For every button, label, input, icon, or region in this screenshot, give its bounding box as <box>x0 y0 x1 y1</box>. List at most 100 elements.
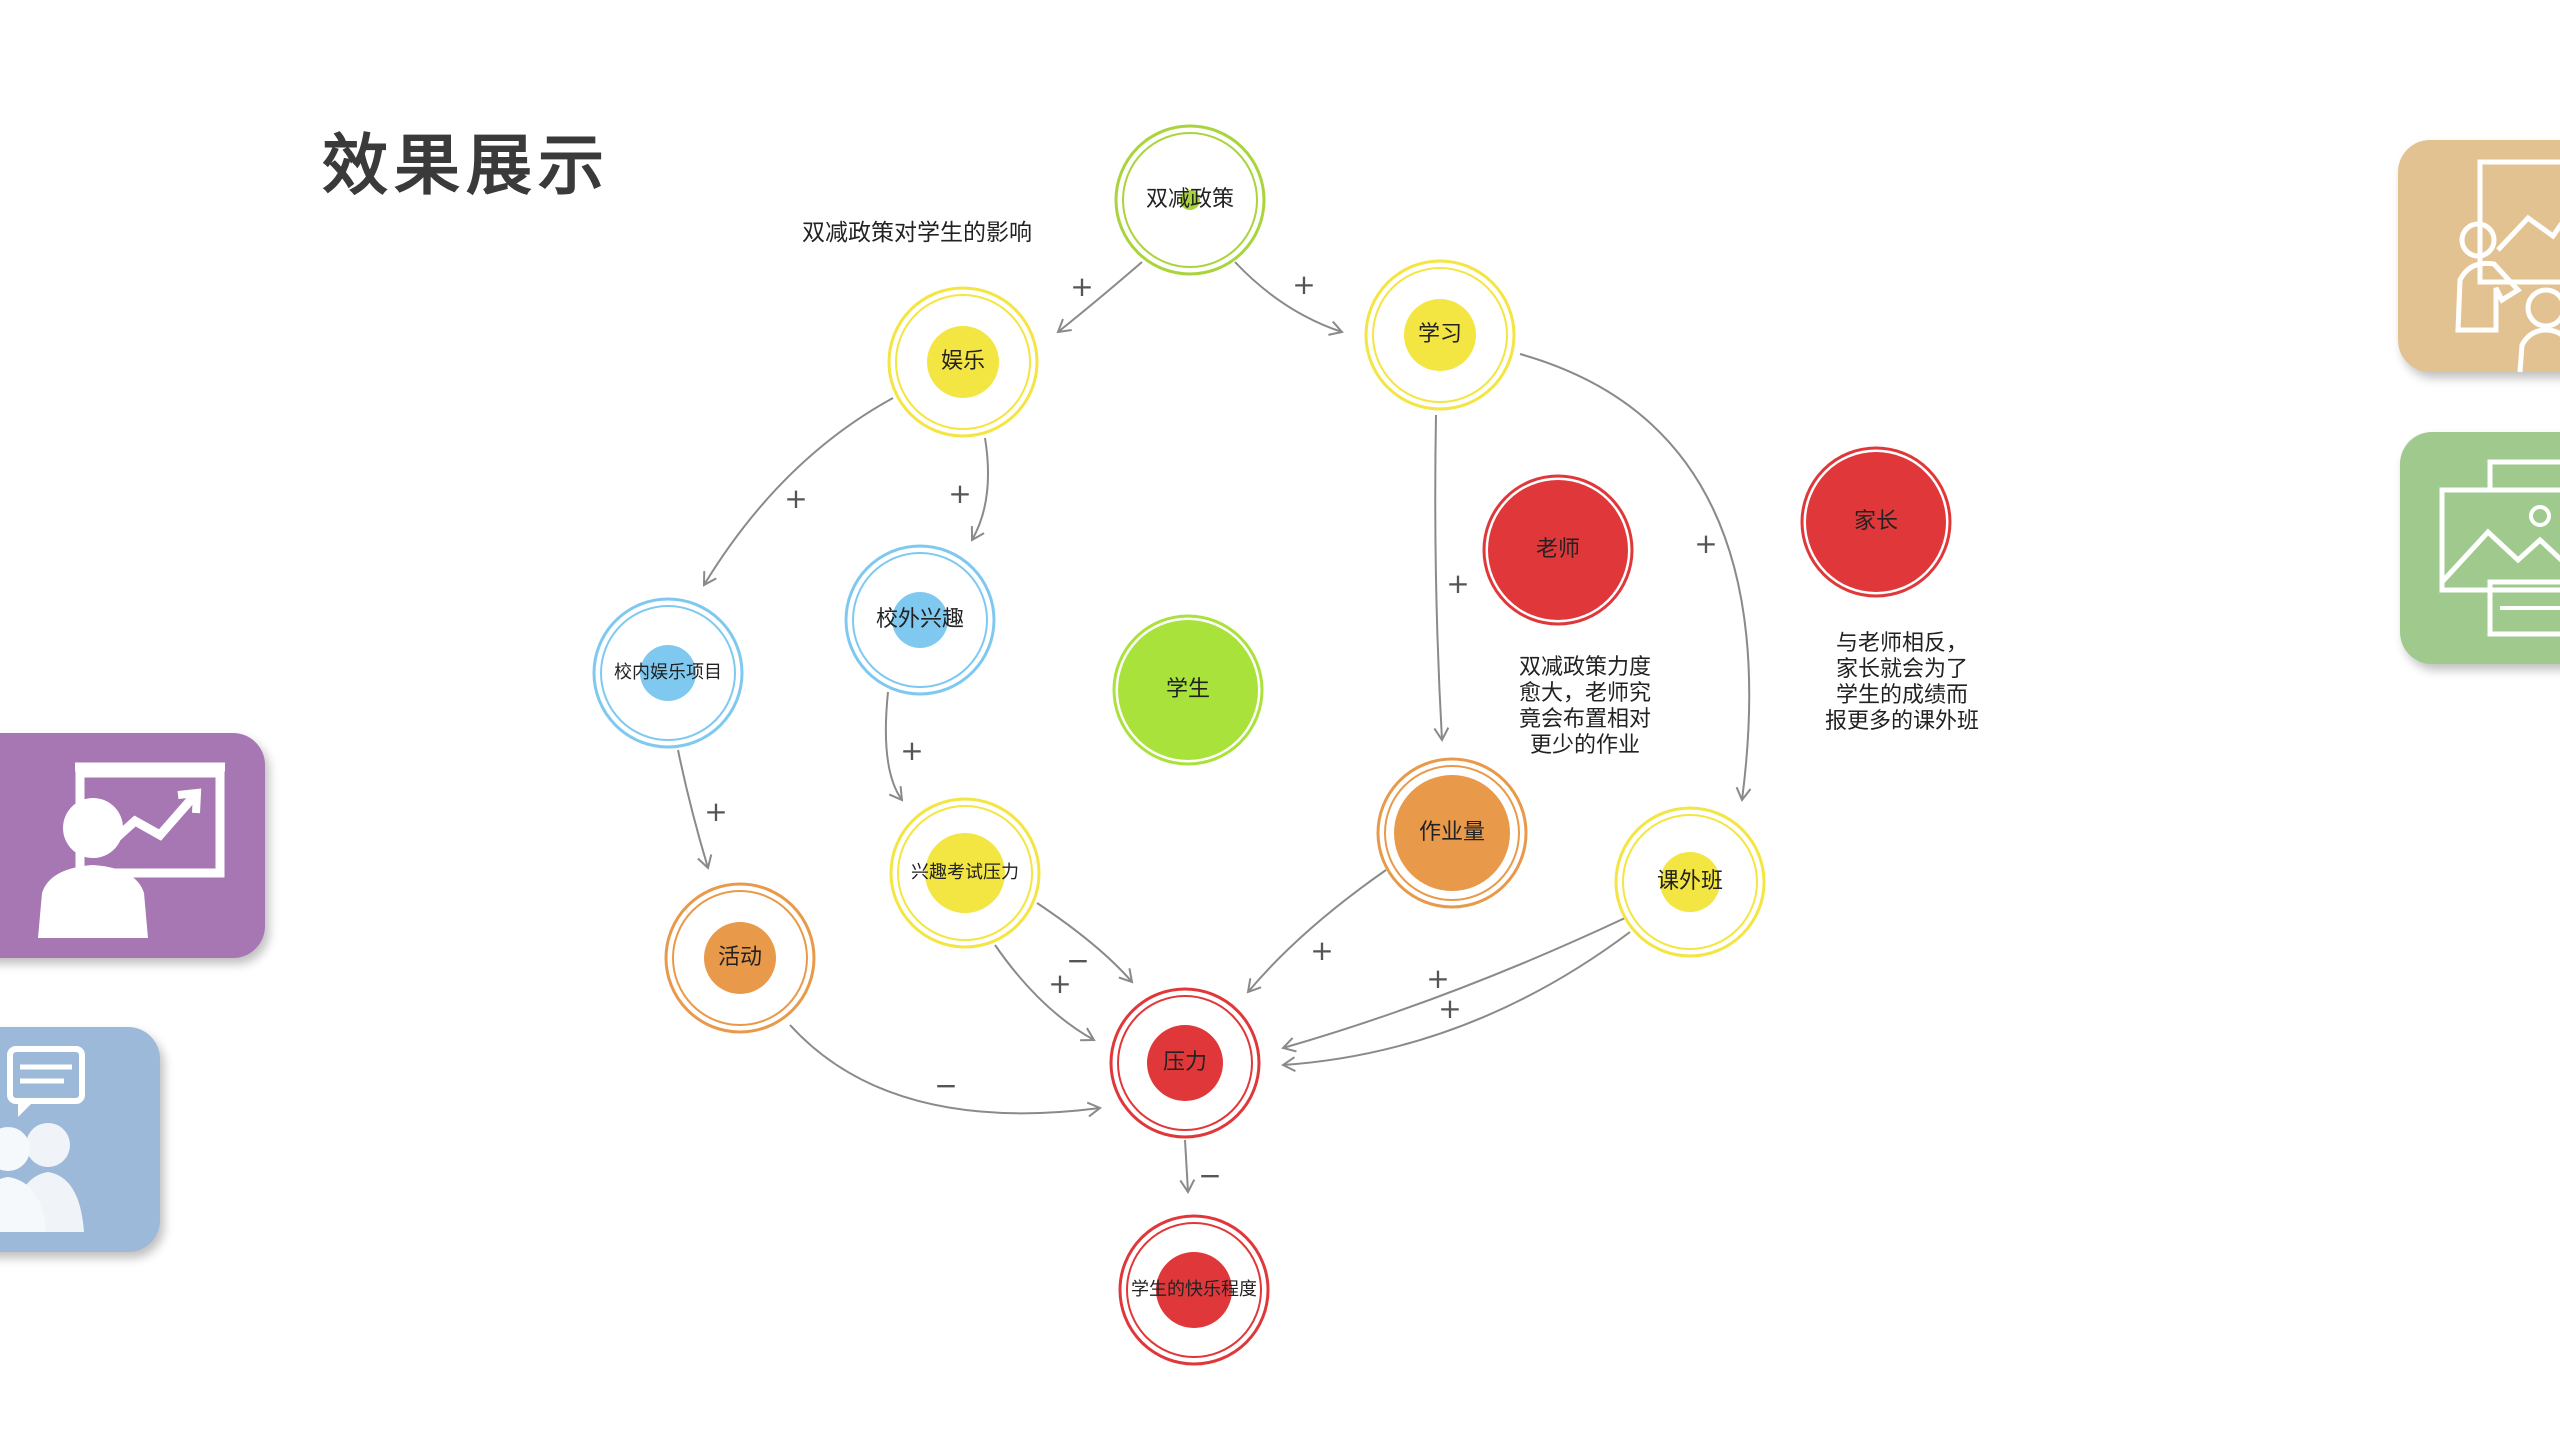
presenter-chart-icon <box>38 762 225 938</box>
edge-sign: + <box>1070 270 1093 303</box>
node-fill <box>1156 1252 1232 1328</box>
node-fill <box>1806 452 1946 592</box>
node-tutoring: 课外班 <box>1614 806 1766 958</box>
node-fill <box>1180 190 1200 210</box>
parent-note-line: 与老师相反， <box>1836 631 1968 656</box>
node-fill <box>640 645 696 701</box>
edge-sign: + <box>704 795 727 828</box>
node-fill <box>1118 620 1258 760</box>
edge-arrow <box>1281 917 1626 1053</box>
node-teacher: 老师 <box>1482 474 1634 626</box>
node-label: 校内娱乐项目 <box>614 662 722 683</box>
edge-arrow <box>994 944 1096 1042</box>
teacher-note-line: 竟会布置相对 <box>1519 707 1651 732</box>
node-fill <box>1488 480 1628 620</box>
node-inner-ring <box>1126 1222 1262 1358</box>
node-inner-ring <box>895 294 1031 430</box>
edge-arrow <box>702 397 894 587</box>
node-label: 校外兴趣 <box>876 607 964 632</box>
node-pressure: 压力 <box>1109 987 1261 1139</box>
edge-sign: + <box>784 482 807 515</box>
edge-sign: + <box>1048 967 1071 1000</box>
teacher-board-icon <box>2455 159 2560 372</box>
node-inner-ring <box>1372 267 1508 403</box>
node-label: 课外班 <box>1657 869 1723 894</box>
edge-sign: + <box>1426 962 1449 995</box>
node-fill <box>704 922 776 994</box>
edge-sign: + <box>1446 567 1469 600</box>
edge-arrow <box>1056 261 1143 334</box>
teacher-note-line: 双减政策力度 <box>1519 655 1651 680</box>
node-fill <box>892 592 948 648</box>
parent-note-line: 报更多的课外班 <box>1825 709 1979 734</box>
teaching-tile[interactable] <box>2398 140 2560 372</box>
presentation-tile[interactable] <box>0 733 265 958</box>
node-label: 学生的快乐程度 <box>1131 1279 1257 1300</box>
node-school-activity: 校内娱乐项目 <box>592 597 744 749</box>
node-fill <box>1404 299 1476 371</box>
edge-arrow <box>789 1024 1102 1118</box>
edge-sign: + <box>1438 992 1461 1025</box>
people-chat-icon <box>0 1046 85 1232</box>
node-inner-ring <box>1622 814 1758 950</box>
node-study: 学习 <box>1364 259 1516 411</box>
edge-sign: − <box>1198 1159 1221 1192</box>
edge-sign: + <box>1694 527 1717 560</box>
node-label: 老师 <box>1536 537 1580 562</box>
node-inner-ring <box>897 805 1033 941</box>
image-gallery-icon <box>2439 459 2560 637</box>
parent-note-line: 家长就会为了 <box>1836 657 1968 682</box>
node-outside-interest: 校外兴趣 <box>844 544 996 696</box>
node-inner-ring <box>1122 132 1258 268</box>
edge-arrow <box>1234 261 1344 336</box>
node-label: 双减政策 <box>1146 187 1234 212</box>
teacher-note: 双减政策力度 愈大，老师究 竟会布置相对 更少的作业 <box>1519 655 1651 758</box>
node-label: 兴趣考试压力 <box>911 862 1019 883</box>
teacher-note-line: 更少的作业 <box>1530 733 1640 758</box>
edge-sign: − <box>934 1069 957 1102</box>
node-inner-ring <box>672 890 808 1026</box>
node-label: 活动 <box>718 945 762 970</box>
edge-arrow <box>884 691 904 802</box>
node-homework: 作业量 <box>1376 757 1528 909</box>
node-student: 学生 <box>1112 614 1264 766</box>
node-happiness: 学生的快乐程度 <box>1118 1214 1270 1366</box>
edge-arrow <box>1179 1139 1196 1194</box>
node-inner-ring <box>600 605 736 741</box>
edge-sign: + <box>1292 268 1315 301</box>
edge-sign: + <box>948 477 971 510</box>
edge-arrow <box>677 749 713 870</box>
edge-arrow <box>1036 902 1134 984</box>
edge-arrow <box>1246 869 1387 994</box>
edge-sign: + <box>1310 934 1333 967</box>
node-inner-ring <box>852 552 988 688</box>
edge-sign: + <box>900 734 923 767</box>
teacher-note-line: 愈大，老师究 <box>1519 681 1651 706</box>
node-inner-ring <box>1384 765 1520 901</box>
node-label: 学习 <box>1418 322 1462 347</box>
parent-note: 与老师相反， 家长就会为了 学生的成绩而 报更多的课外班 <box>1825 631 1979 734</box>
node-fill <box>927 326 999 398</box>
gallery-tile[interactable] <box>2400 432 2560 664</box>
edge-arrow <box>970 437 989 542</box>
discussion-tile[interactable] <box>0 1027 160 1252</box>
node-fill <box>925 833 1005 913</box>
edge-arrow <box>1519 353 1752 802</box>
node-activity: 活动 <box>664 882 816 1034</box>
node-entertainment: 娱乐 <box>887 286 1039 438</box>
node-fill <box>1147 1025 1223 1101</box>
edge-arrow <box>1281 931 1631 1073</box>
node-fill <box>1660 852 1720 912</box>
parent-note-line: 学生的成绩而 <box>1836 683 1968 708</box>
node-policy: 双减政策 <box>1114 124 1266 276</box>
node-inner-ring <box>1117 995 1253 1131</box>
node-interest-exam: 兴趣考试压力 <box>889 797 1041 949</box>
node-label: 学生 <box>1166 677 1210 702</box>
node-fill <box>1394 775 1510 891</box>
node-label: 家长 <box>1854 509 1898 534</box>
node-label: 娱乐 <box>941 349 985 374</box>
edge-arrow <box>1433 414 1450 742</box>
edge-sign: − <box>1066 944 1089 977</box>
